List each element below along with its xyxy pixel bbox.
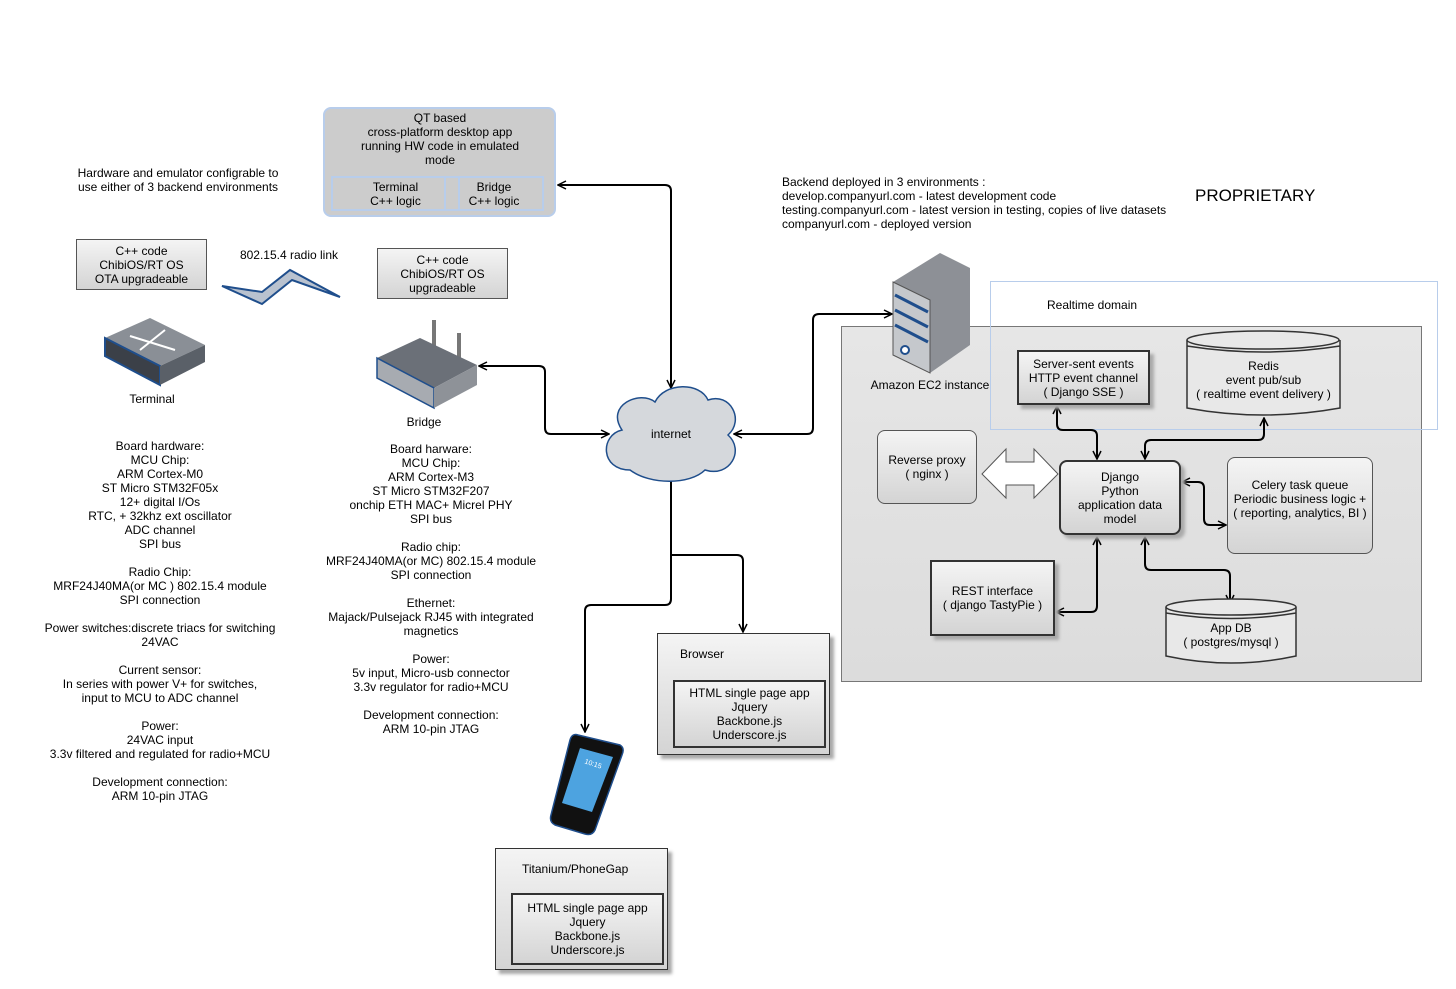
qt-app-title: QT based cross-platform desktop app runn… [360,111,520,167]
redis-django-link [1145,418,1264,459]
django-box: Django Python application data model [1059,460,1181,535]
sse-django-link [1057,406,1097,459]
rest-interface-box: REST interface ( django TastyPie ) [930,560,1055,636]
bridge-label: Bridge [406,415,442,429]
realtime-domain-label: Realtime domain [1047,298,1138,312]
qt-terminal-logic-box: Terminal C++ logic [331,176,460,211]
bridge-internet-link [479,366,609,434]
internet-cloud-icon [605,386,737,482]
redis-label: Redis event pub/sub ( realtime event del… [1196,359,1331,401]
sse-box: Server-sent events HTTP event channel ( … [1017,350,1150,405]
terminal-label: Terminal [129,392,175,406]
internet-phone-link [585,480,672,732]
qt-bridge-logic-box: Bridge C++ logic [444,176,544,211]
proprietary-label: PROPRIETARY [1195,186,1316,205]
django-appdb-link [1145,537,1230,603]
qt-internet-link [558,185,671,388]
django-celery-link [1182,482,1226,525]
hardware-note: Hardware and emulator configrable to use… [77,166,279,194]
terminal-code-box: C++ code ChibiOS/RT OS OTA upgradeable [76,239,207,290]
appdb-label: App DB ( postgres/mysql ) [1183,621,1279,649]
terminal-switch-icon [104,318,205,387]
browser-app-box: HTML single page app Jquery Backbone.js … [673,680,826,748]
celery-label: Celery task queue Periodic business logi… [1233,478,1367,520]
browser-title: Browser [680,647,725,661]
bridge-code-box: C++ code ChibiOS/RT OS upgradeable [377,248,508,299]
appdb-cylinder-icon [1165,598,1297,664]
internet-ec2-link [734,314,892,434]
internet-label: internet [650,427,692,441]
backend-note: Backend deployed in 3 environments : dev… [782,175,1167,231]
radio-link-label: 802.15.4 radio link [239,248,339,262]
ec2-server-icon [892,253,970,374]
radio-lightning-icon [221,268,341,306]
ec2-label: Amazon EC2 instance [870,378,990,392]
qt-desktop-app-box [323,107,556,217]
django-rest-link [1056,537,1097,612]
internet-browser-link [671,554,743,632]
phone-icon [549,733,624,836]
celery-box: Celery task queue Periodic business logi… [1227,457,1373,554]
redis-cylinder-icon [1186,330,1341,416]
titanium-title: Titanium/PhoneGap [522,862,629,876]
bridge-router-icon [376,320,477,410]
bridge-specs: Board harware: MCU Chip: ARM Cortex-M3 S… [325,442,537,736]
terminal-specs: Board hardware: MCU Chip: ARM Cortex-M0 … [44,439,276,803]
reverse-proxy-box: Reverse proxy ( nginx ) [877,430,977,504]
proxy-double-arrow [981,447,1059,500]
titanium-app-box: HTML single page app Jquery Backbone.js … [511,893,664,965]
